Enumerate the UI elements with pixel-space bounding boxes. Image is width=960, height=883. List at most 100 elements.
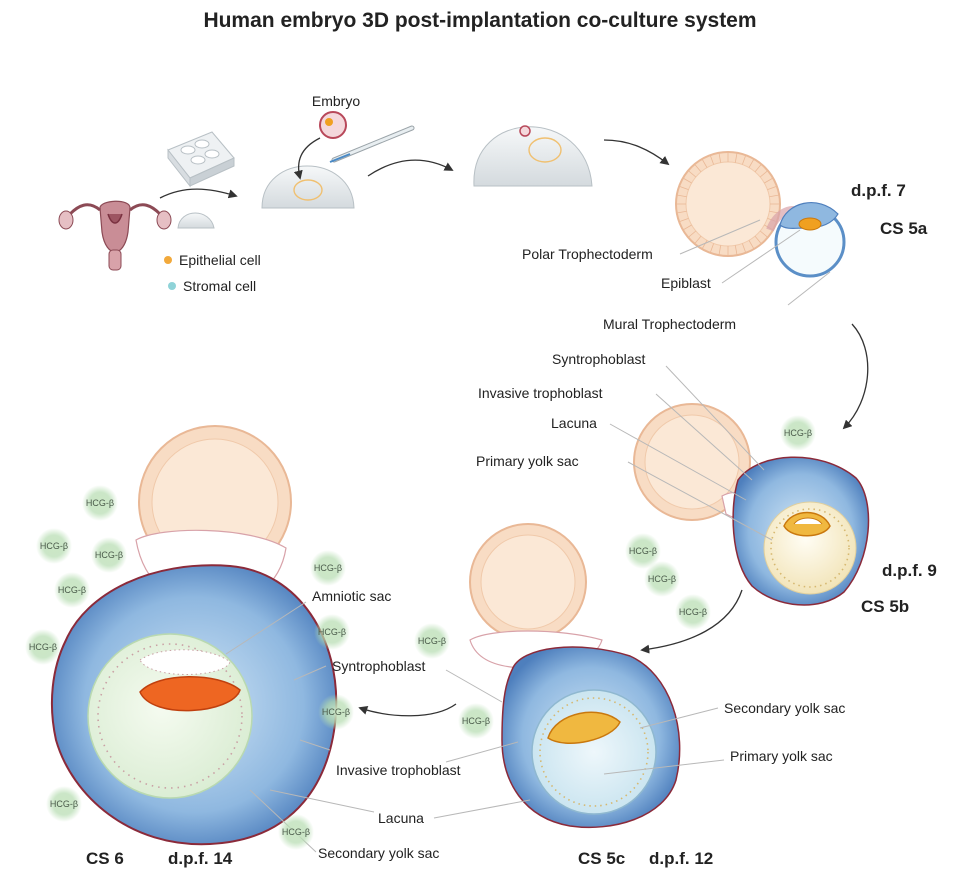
cell-boundary xyxy=(754,163,762,173)
hcg-bubble: HCG-β xyxy=(644,561,680,597)
cell-boundary xyxy=(694,235,702,245)
svg-text:HCG-β: HCG-β xyxy=(679,607,707,617)
hcg-bubble: HCG-β xyxy=(54,572,90,608)
svg-text:HCG-β: HCG-β xyxy=(86,498,114,508)
cell-boundary xyxy=(682,177,692,184)
cs6-label-secondary-yolk-sac: Secondary yolk sac xyxy=(318,845,439,861)
cs5a-label-mural-trophectoderm: Mural Trophectoderm xyxy=(603,316,736,332)
svg-text:HCG-β: HCG-β xyxy=(50,799,78,809)
legend: Epithelial cell Stromal cell xyxy=(164,252,261,294)
cell-boundary xyxy=(748,158,755,168)
hcg-bubble: HCG-β xyxy=(310,550,346,586)
cell-boundary xyxy=(676,194,687,198)
cs6-label-lacuna: Lacuna xyxy=(378,810,424,826)
cell-boundary xyxy=(678,217,689,223)
cs5a-label-epiblast: Epiblast xyxy=(661,275,711,291)
hcg-glows: HCG-β HCG-β HCG-β HCG-β HCG-β HCG-β HCG-… xyxy=(25,415,816,850)
arrow-embryo-into-dome xyxy=(293,137,321,180)
hcg-bubble: HCG-β xyxy=(318,694,354,730)
legend-stromal-label: Stromal cell xyxy=(183,278,256,294)
pipette-icon xyxy=(329,125,415,163)
leader-secondary-yolk-5c xyxy=(639,707,719,729)
cs5a-stage-label: CS 5a xyxy=(880,219,928,238)
cs5c-label-secondary-yolk-sac: Secondary yolk sac xyxy=(724,700,845,716)
svg-text:HCG-β: HCG-β xyxy=(282,827,310,837)
arrow-plate-to-dome xyxy=(159,188,238,199)
svg-text:HCG-β: HCG-β xyxy=(322,707,350,717)
cell-boundary xyxy=(769,194,780,198)
svg-text:HCG-β: HCG-β xyxy=(29,642,57,652)
leader-amniotic-sac xyxy=(225,601,307,655)
hcg-bubble: HCG-β xyxy=(91,537,127,573)
embryo-cs6 xyxy=(50,425,338,846)
cell-boundary xyxy=(718,152,722,163)
cs6-label-amniotic-sac: Amniotic sac xyxy=(312,588,391,604)
svg-text:HCG-β: HCG-β xyxy=(629,546,657,556)
cs6-label-invasive-trophoblast: Invasive trophoblast xyxy=(336,762,461,778)
svg-text:HCG-β: HCG-β xyxy=(648,574,676,584)
cs5c-dpf-label: d.p.f. 12 xyxy=(649,849,713,868)
well-plate-icon xyxy=(167,131,235,188)
svg-text:HCG-β: HCG-β xyxy=(784,428,812,438)
hcg-bubble: HCG-β xyxy=(314,614,350,650)
embryo-label: Embryo xyxy=(312,93,360,109)
leader-epiblast xyxy=(721,229,801,284)
cs6-stage-label: CS 6 xyxy=(86,849,124,868)
cell-boundary xyxy=(767,185,778,191)
cs5a-label-polar-trophectoderm: Polar Trophectoderm xyxy=(522,246,653,262)
hcg-bubble: HCG-β xyxy=(82,485,118,521)
epithelial-cell-icon xyxy=(164,256,172,264)
arrow-cs5a-to-cs5b xyxy=(842,323,869,430)
cell-boundary xyxy=(764,177,774,184)
cell-boundary xyxy=(754,235,762,245)
hcg-bubble: HCG-β xyxy=(25,629,61,665)
hcg-bubble: HCG-β xyxy=(36,528,72,564)
leader-polar-trophectoderm xyxy=(679,219,761,255)
cell-boundary xyxy=(701,240,708,250)
cs5b-stage-label: CS 5b xyxy=(861,597,909,616)
cs5c-label-primary-yolk-sac: Primary yolk sac xyxy=(730,748,833,764)
leader-syntrophoblast-6 xyxy=(293,665,327,681)
svg-text:HCG-β: HCG-β xyxy=(418,636,446,646)
arrow-dome-to-cs5a xyxy=(603,139,670,166)
cell-boundary xyxy=(678,185,689,191)
arrow-cs5b-to-cs5c xyxy=(640,589,743,654)
hcg-bubble: HCG-β xyxy=(675,594,711,630)
cell-boundary xyxy=(709,243,715,254)
cell-boundary xyxy=(687,230,697,238)
uterus-icon xyxy=(58,200,172,271)
cs5b-label-invasive-trophoblast: Invasive trophoblast xyxy=(478,385,603,401)
leader-invasive-5c xyxy=(445,741,519,763)
leader-lacuna-6 xyxy=(269,789,375,813)
embryo-cs5b xyxy=(633,403,870,606)
svg-text:HCG-β: HCG-β xyxy=(58,585,86,595)
cs5b-label-primary-yolk-sac: Primary yolk sac xyxy=(476,453,579,469)
embryo-cs5c xyxy=(469,523,681,829)
small-dome-icon xyxy=(177,212,215,229)
svg-text:HCG-β: HCG-β xyxy=(462,716,490,726)
svg-text:HCG-β: HCG-β xyxy=(314,563,342,573)
diagram-title: Human embryo 3D post-implantation co-cul… xyxy=(203,9,756,32)
cell-boundary xyxy=(676,210,687,214)
cell-boundary xyxy=(701,158,708,168)
leader-syntrophoblast-5b xyxy=(665,365,765,471)
cs5c-stage-label: CS 5c xyxy=(578,849,625,868)
hcg-bubble: HCG-β xyxy=(46,786,82,822)
leader-invasive-6 xyxy=(299,739,331,751)
cell-boundary xyxy=(687,170,697,178)
cell-boundary xyxy=(759,170,769,178)
culture-dome-2 xyxy=(473,125,593,187)
cell-boundary xyxy=(759,230,769,238)
cs6-label-syntrophoblast: Syntrophoblast xyxy=(332,658,426,674)
cell-boundary xyxy=(741,154,747,165)
leader-primary-yolk-5b xyxy=(627,461,773,541)
cs5b-label-lacuna: Lacuna xyxy=(551,415,597,431)
culture-dome-1 xyxy=(261,165,355,209)
cell-boundary xyxy=(741,243,747,254)
arrow-dome-to-dome xyxy=(367,159,454,177)
arrow-cs5c-to-cs6 xyxy=(358,703,457,717)
legend-epithelial-label: Epithelial cell xyxy=(179,252,261,268)
leader-lacuna-5b xyxy=(609,423,747,501)
leader-syntrophoblast-5c xyxy=(445,669,503,703)
